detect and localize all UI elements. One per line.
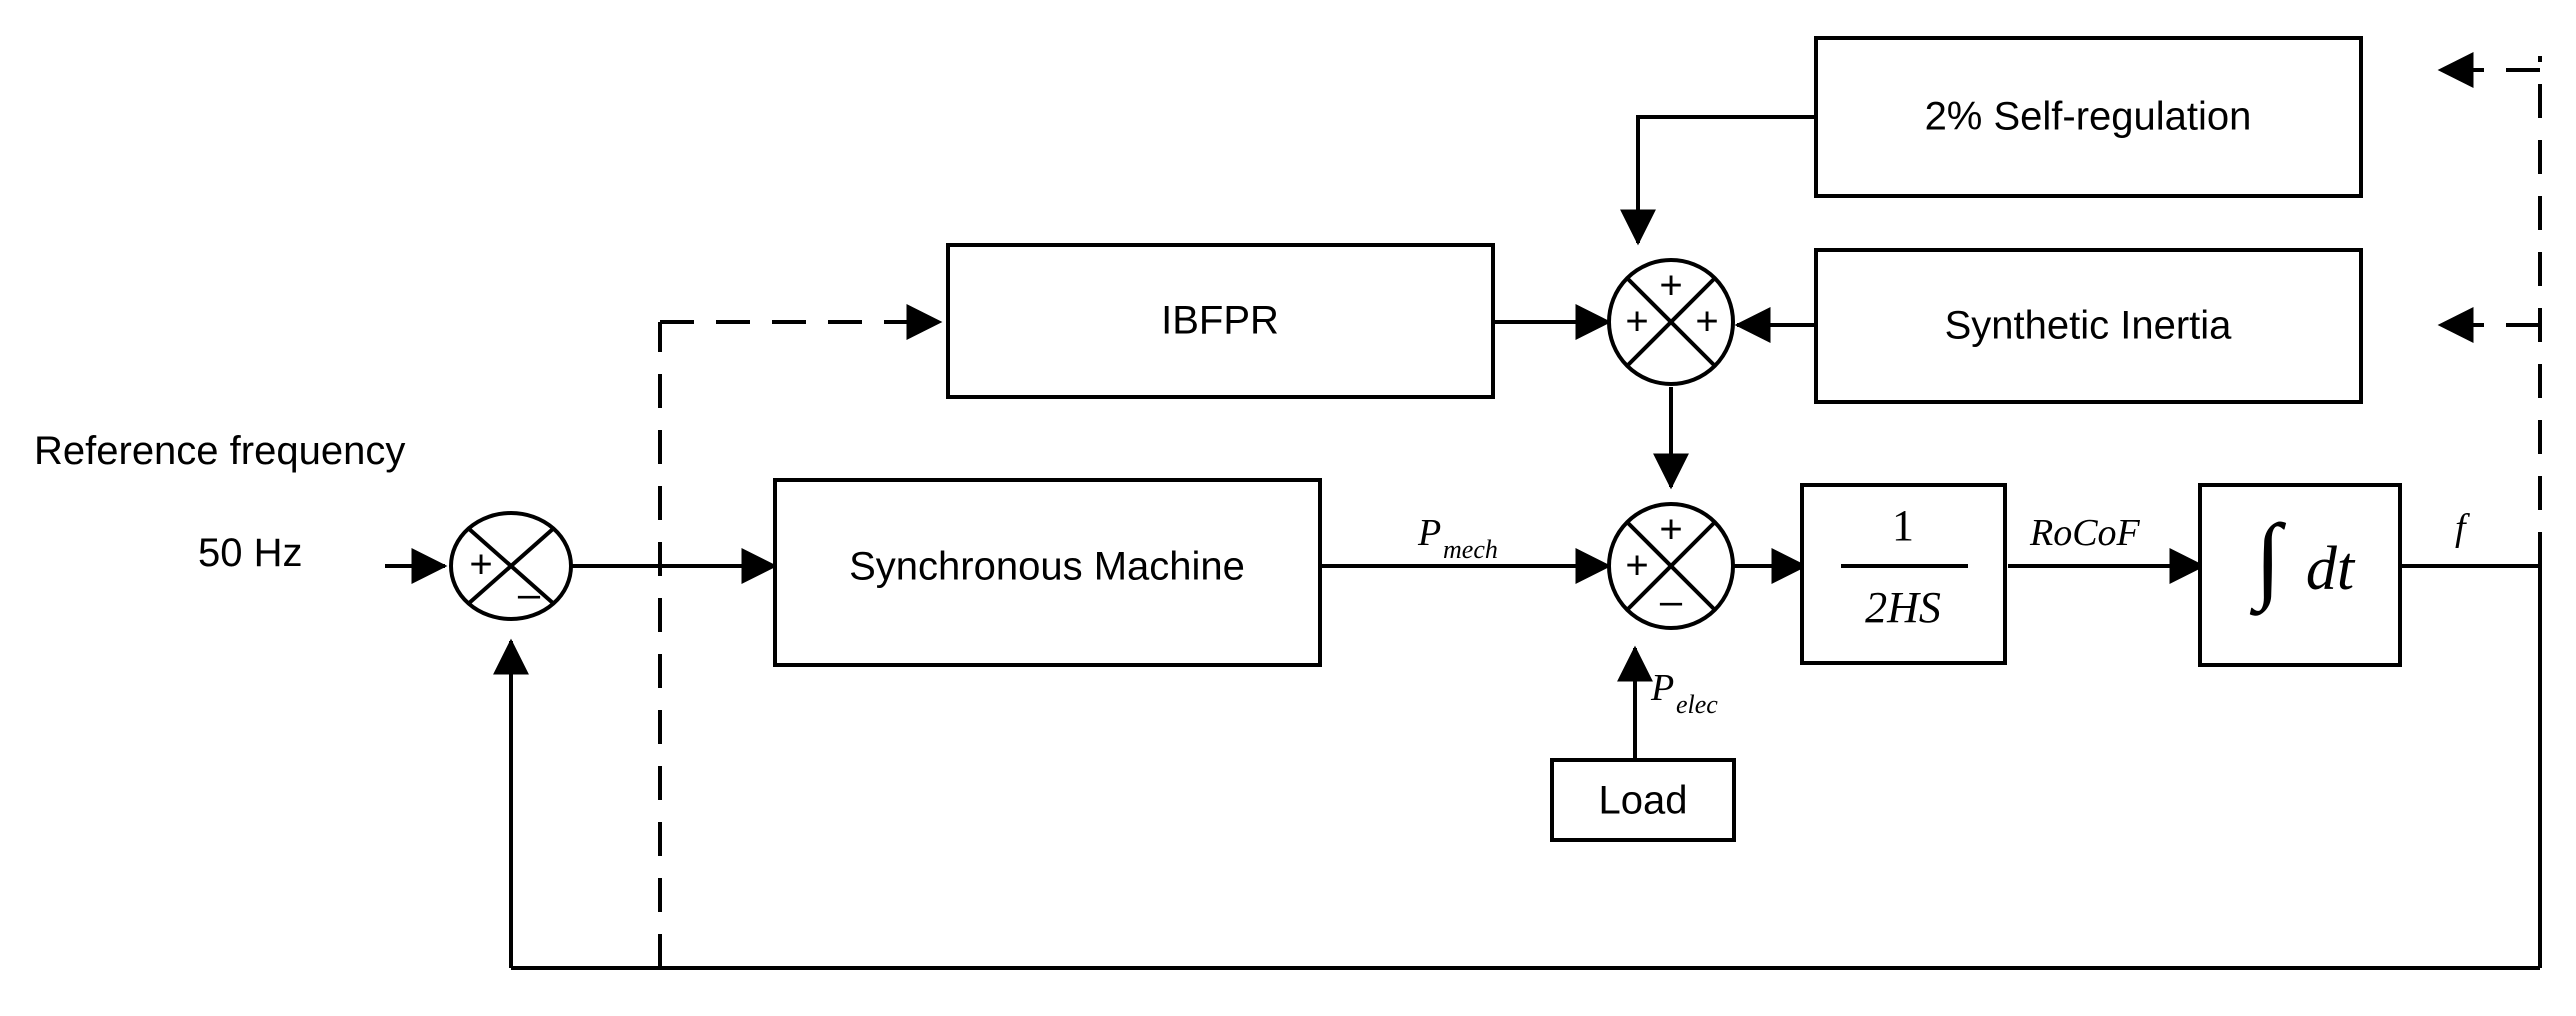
swing-numerator: 1 bbox=[1892, 501, 1914, 550]
block-load[interactable] bbox=[1550, 758, 1736, 842]
reserve-junction-sign-left: + bbox=[1625, 300, 1648, 344]
reserve-junction-cross-b bbox=[1625, 276, 1717, 368]
balance-junction-sign-top: + bbox=[1659, 508, 1682, 552]
block-ibfpr[interactable] bbox=[946, 243, 1495, 399]
block-swing-equation[interactable] bbox=[1800, 483, 2007, 665]
pelec-base: P bbox=[1650, 667, 1674, 709]
integral-icon: ∫ bbox=[2249, 504, 2287, 616]
frequency-output-label: f bbox=[2455, 507, 2470, 549]
wire-self-regulation-out bbox=[1620, 115, 1816, 246]
pelec-subscript: elec bbox=[1676, 690, 1718, 719]
signal-label-pmech: P mech bbox=[1417, 512, 1498, 564]
error-junction-sign-bottom: – bbox=[518, 573, 541, 617]
balance-junction-sign-left: + bbox=[1625, 544, 1648, 588]
block-ibfpr-label: IBFPR bbox=[1161, 299, 1279, 343]
block-self-regulation[interactable] bbox=[1814, 36, 2363, 198]
summing-junction-error[interactable]: + – bbox=[449, 511, 573, 621]
reserve-junction-sign-top: + bbox=[1659, 264, 1682, 308]
error-junction-sign-left: + bbox=[469, 543, 492, 587]
pmech-base: P bbox=[1417, 512, 1441, 554]
summing-junction-power-balance[interactable]: + + – bbox=[1607, 502, 1735, 630]
pmech-subscript: mech bbox=[1443, 535, 1498, 564]
block-integrator[interactable] bbox=[2198, 483, 2402, 667]
block-synthetic-inertia-label: Synthetic Inertia bbox=[1945, 304, 2233, 348]
balance-junction-cross-b bbox=[1625, 520, 1717, 612]
balance-junction-sign-bottom: – bbox=[1660, 580, 1683, 624]
summing-junction-power-reserve[interactable]: + + + bbox=[1607, 258, 1735, 386]
block-load-label: Load bbox=[1599, 779, 1688, 823]
block-synchronous-machine[interactable] bbox=[773, 478, 1322, 667]
error-junction-cross-b bbox=[466, 526, 556, 606]
block-synthetic-inertia[interactable] bbox=[1814, 248, 2363, 404]
block-synchronous-machine-label: Synchronous Machine bbox=[849, 545, 1245, 589]
integrator-differential: dt bbox=[2306, 535, 2356, 603]
swing-denominator: 2HS bbox=[1865, 583, 1941, 632]
reference-value-label: 50 Hz bbox=[198, 531, 303, 575]
reference-frequency-label: Reference frequency bbox=[34, 429, 405, 473]
rocof-label: RoCoF bbox=[2029, 512, 2141, 554]
signal-label-pelec: P elec bbox=[1650, 667, 1718, 719]
reserve-junction-sign-right: + bbox=[1695, 300, 1718, 344]
block-self-regulation-label: 2% Self-regulation bbox=[1925, 95, 2252, 139]
